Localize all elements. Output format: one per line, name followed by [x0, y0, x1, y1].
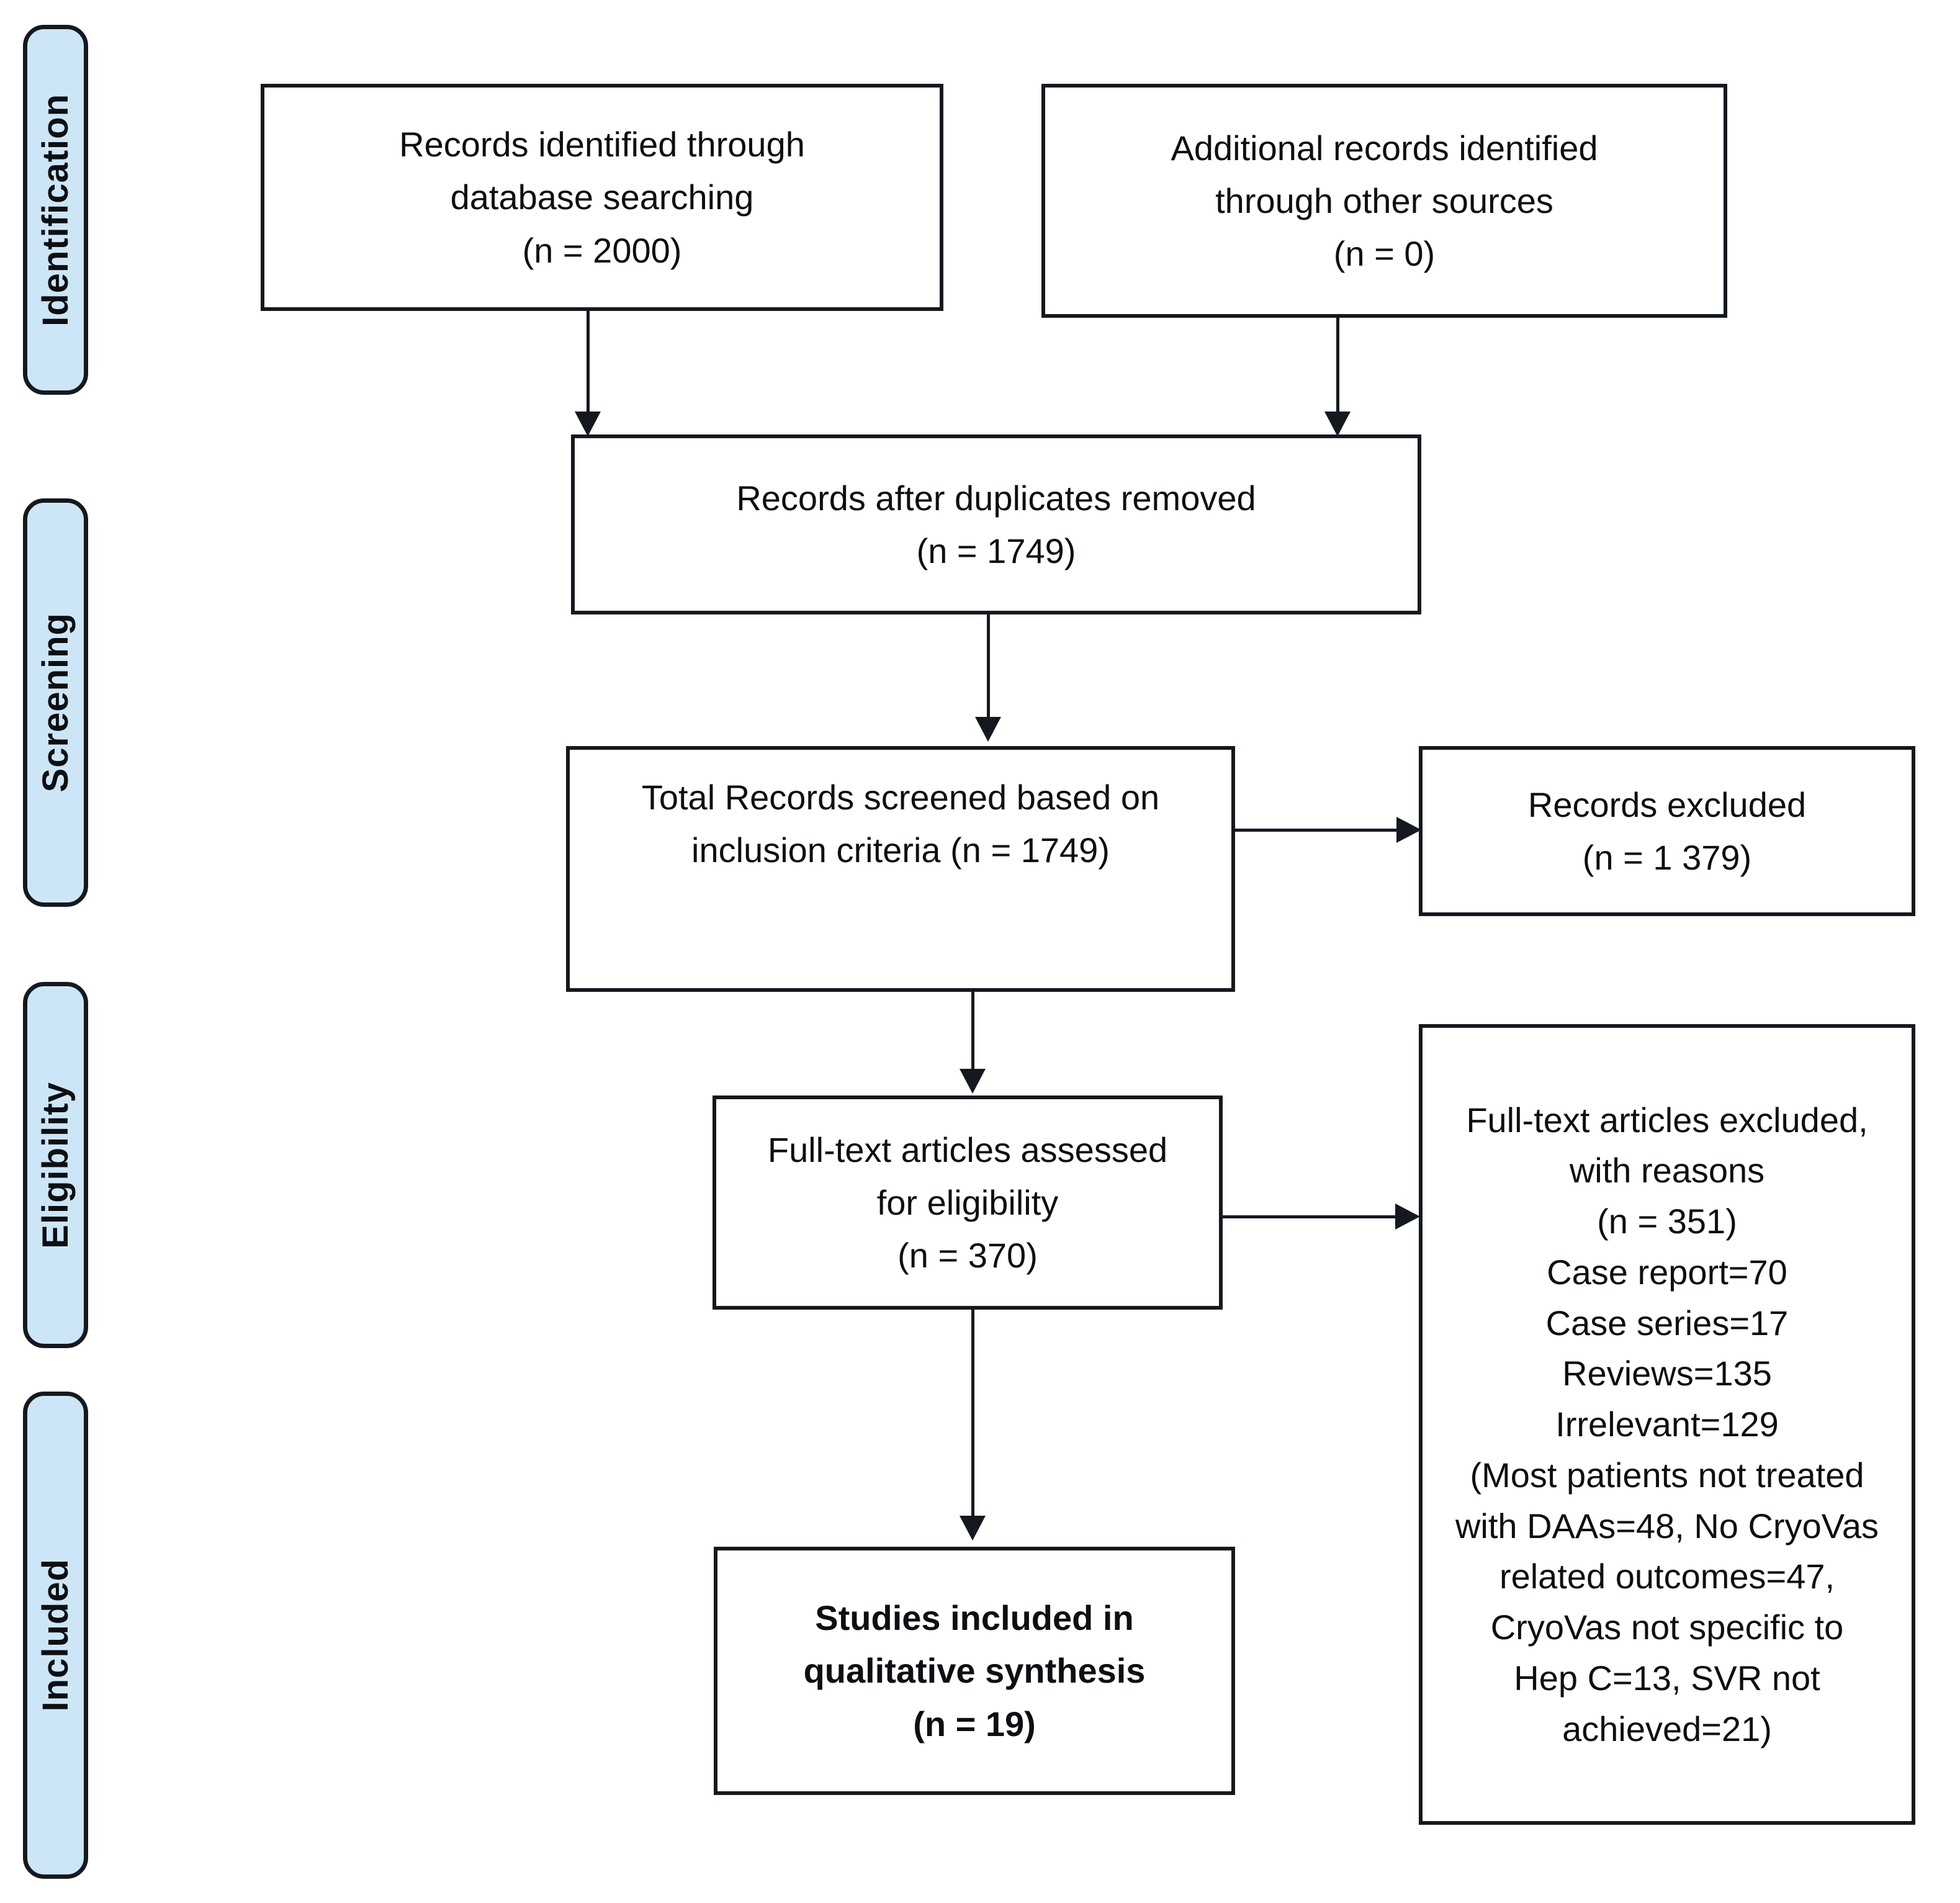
connector-additional-to-duplicates	[1336, 318, 1339, 420]
node-records-excluded: Records excluded (n = 1 379)	[1419, 746, 1915, 916]
node-records-excluded-text: Records excluded (n = 1 379)	[1527, 785, 1807, 877]
connector-duplicates-to-screened	[987, 614, 990, 723]
arrowhead-additional-to-duplicates	[1324, 412, 1351, 436]
node-additional-records-text: Additional records identified through ot…	[1171, 128, 1598, 274]
node-fulltext-excluded: Full-text articles excluded, with reason…	[1419, 1024, 1915, 1825]
connector-fulltext-to-included	[971, 1310, 974, 1518]
node-duplicates-removed-text: Records after duplicates removed (n = 17…	[736, 478, 1256, 570]
stage-screening-label: Screening	[35, 613, 76, 793]
stage-identification-label: Identification	[35, 93, 76, 326]
connector-screened-to-fulltext	[971, 992, 974, 1074]
stage-eligibility: Eligibility	[23, 982, 88, 1348]
node-duplicates-removed: Records after duplicates removed (n = 17…	[571, 434, 1421, 614]
stage-identification: Identification	[23, 25, 88, 395]
node-records-screened: Total Records screened based on inclusio…	[566, 746, 1235, 992]
node-fulltext-assessed-text: Full-text articles assessed for eligibil…	[767, 1130, 1168, 1275]
connector-identified-to-duplicates	[587, 311, 590, 420]
arrowhead-identified-to-duplicates	[575, 412, 601, 436]
arrowhead-screened-to-excluded	[1396, 817, 1421, 843]
stage-screening: Screening	[23, 498, 88, 907]
node-records-identified: Records identified through database sear…	[261, 84, 943, 311]
node-studies-included: Studies included in qualitative synthesi…	[714, 1547, 1235, 1795]
node-records-identified-text: Records identified through database sear…	[399, 125, 805, 270]
stage-included-label: Included	[35, 1559, 76, 1712]
stage-eligibility-label: Eligibility	[35, 1081, 76, 1249]
arrowhead-duplicates-to-screened	[975, 717, 1001, 742]
arrowhead-fulltext-to-excluded	[1395, 1203, 1420, 1230]
node-fulltext-assessed: Full-text articles assessed for eligibil…	[713, 1095, 1223, 1310]
stage-included: Included	[23, 1392, 88, 1879]
node-records-screened-text: Total Records screened based on inclusio…	[641, 778, 1160, 870]
node-additional-records: Additional records identified through ot…	[1041, 84, 1727, 318]
arrowhead-screened-to-fulltext	[960, 1069, 986, 1094]
connector-fulltext-to-excluded	[1223, 1215, 1409, 1218]
arrowhead-fulltext-to-included	[960, 1516, 986, 1541]
connector-screened-to-excluded	[1235, 829, 1406, 832]
node-fulltext-excluded-text: Full-text articles excluded, with reason…	[1455, 1100, 1879, 1748]
node-studies-included-text: Studies included in qualitative synthesi…	[803, 1598, 1146, 1743]
